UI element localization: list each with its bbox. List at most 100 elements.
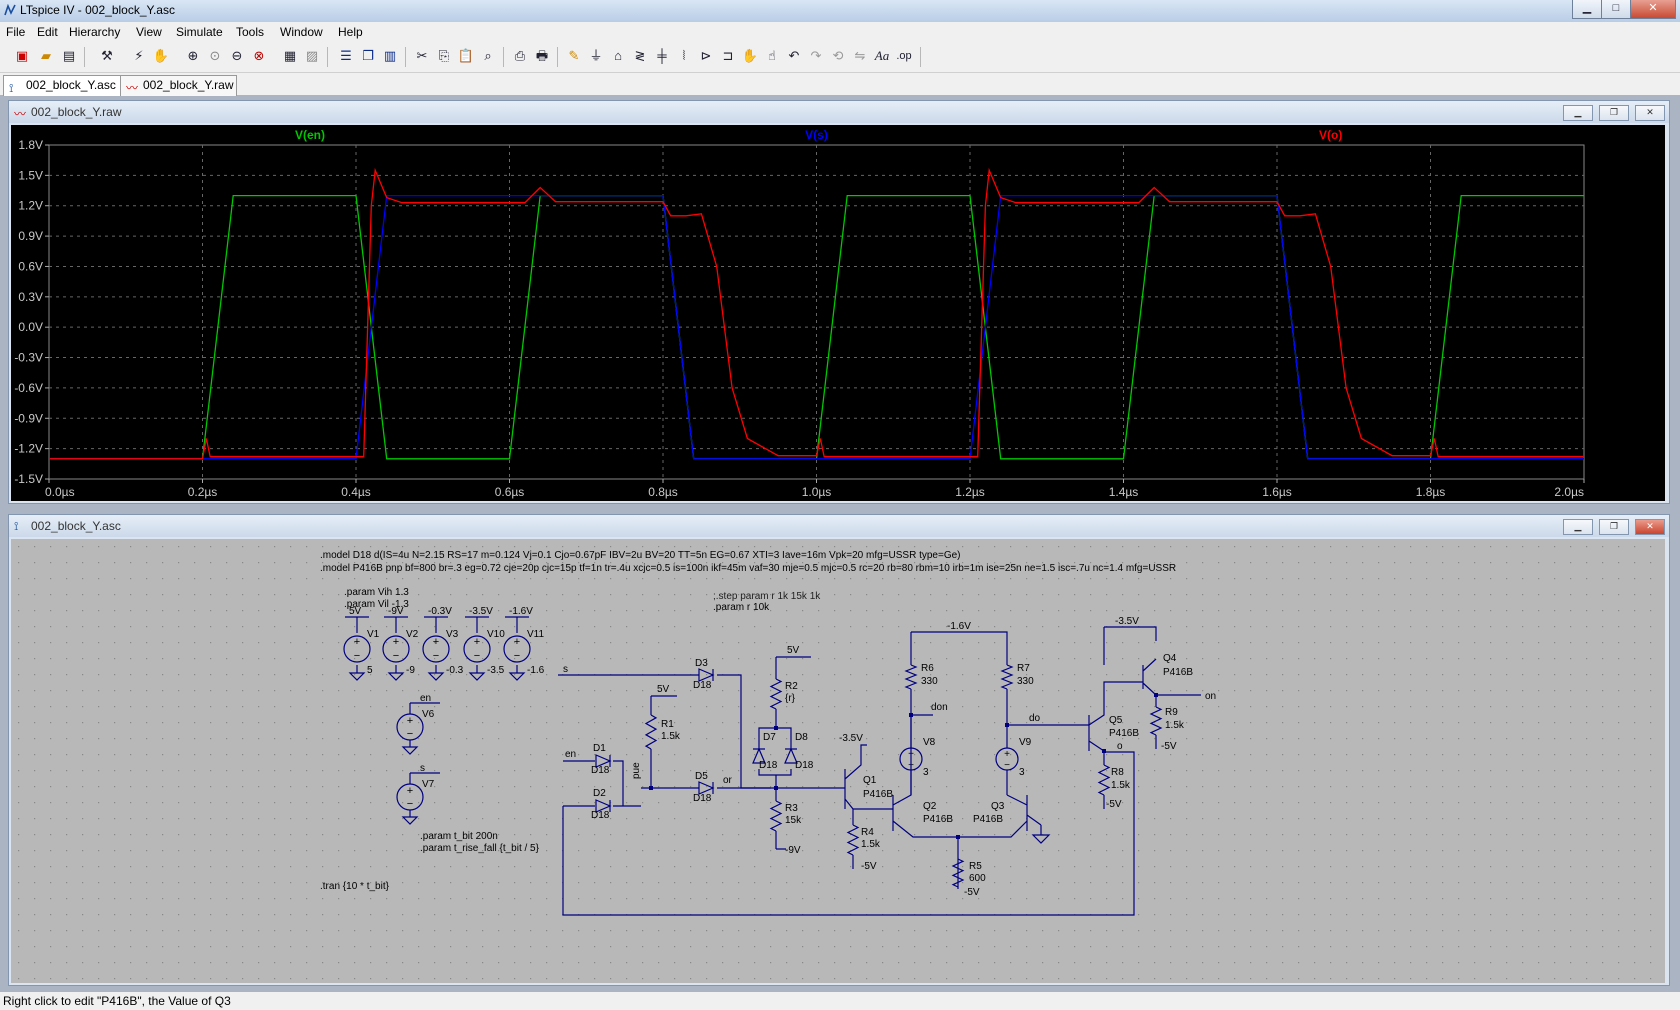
- diode-symbol[interactable]: [698, 668, 715, 682]
- legend-vs[interactable]: V(s): [805, 128, 828, 142]
- resistor-symbol[interactable]: [846, 824, 860, 856]
- model-p416b-directive[interactable]: .model P416B pnp bf=800 br=.3 eg=0.72 cj…: [320, 563, 1176, 574]
- step-param-comment[interactable]: ;.step param r 1k 15k 1k: [713, 591, 821, 602]
- resistor-symbol[interactable]: [904, 664, 918, 690]
- param-vil-directive[interactable]: .param Vil -1.3: [344, 599, 409, 610]
- menu-tools[interactable]: Tools: [236, 25, 265, 39]
- component-icon[interactable]: ⊐: [722, 48, 734, 63]
- waveform-chart[interactable]: 1.8V1.5V1.2V0.9V0.6V0.3V0.0V-0.3V-0.6V-0…: [11, 125, 1665, 501]
- source-v7[interactable]: +−: [396, 772, 440, 825]
- save-icon[interactable]: ▤: [62, 48, 76, 63]
- menu-simulate[interactable]: Simulate: [176, 25, 223, 39]
- param-trise-directive[interactable]: .param t_rise_fall {t_bit / 5}: [420, 843, 540, 854]
- label-icon[interactable]: ⌂: [614, 48, 622, 63]
- resistor-symbol[interactable]: [644, 714, 658, 750]
- resistor-symbol[interactable]: [1000, 664, 1014, 690]
- transistor-name: Q2: [923, 801, 937, 812]
- redo-icon[interactable]: ↷: [810, 48, 822, 63]
- param-r-directive[interactable]: .param r 10k: [713, 602, 770, 613]
- diode-name: D5: [695, 771, 708, 782]
- menu-edit[interactable]: Edit: [37, 25, 58, 39]
- menu-help[interactable]: Help: [338, 25, 363, 39]
- tile-horizontal-icon[interactable]: ☰: [340, 48, 352, 63]
- waveform-restore-button[interactable]: ❐: [1599, 105, 1629, 121]
- print-icon[interactable]: 🖶: [535, 48, 549, 63]
- zoom-out-icon[interactable]: ⊖: [231, 48, 243, 63]
- cut-icon[interactable]: ✂: [416, 48, 428, 63]
- waveform-minimize-button[interactable]: ▁: [1563, 105, 1593, 121]
- schematic-drawing[interactable]: .model D18 d(IS=4u N=2.15 RS=17 m=0.124 …: [11, 539, 1665, 983]
- menu-file[interactable]: File: [6, 25, 26, 39]
- undo-icon[interactable]: ↶: [788, 48, 800, 63]
- run-icon[interactable]: ⚡: [134, 48, 144, 63]
- spice-directive-icon[interactable]: .op: [896, 50, 912, 62]
- diode-symbol[interactable]: [784, 747, 798, 764]
- schematic-canvas[interactable]: .model D18 d(IS=4u N=2.15 RS=17 m=0.124 …: [11, 539, 1665, 983]
- wire-icon[interactable]: ✎: [568, 48, 580, 63]
- tab-waveform[interactable]: 〰 002_block_Y.raw: [120, 75, 237, 96]
- trace-v-s[interactable]: [49, 194, 1584, 460]
- capacitor-icon[interactable]: ╪: [657, 48, 667, 63]
- control-panel-icon[interactable]: ⚒: [101, 48, 113, 63]
- menu-hierarchy[interactable]: Hierarchy: [69, 25, 121, 39]
- delete-plot-icon[interactable]: ▨: [305, 48, 319, 63]
- diode-icon[interactable]: ⊳: [700, 48, 712, 63]
- open-icon[interactable]: ▰: [41, 48, 51, 63]
- svg-text:−: −: [1004, 760, 1010, 771]
- resistor-symbol[interactable]: [1149, 706, 1163, 736]
- zoom-in-icon[interactable]: ⊕: [187, 48, 199, 63]
- legend-ven[interactable]: V(en): [295, 128, 325, 142]
- resistor-symbol[interactable]: [769, 678, 783, 710]
- zoom-pan-icon[interactable]: ⊙: [209, 48, 221, 63]
- diode-symbol[interactable]: [595, 799, 612, 813]
- cascade-icon[interactable]: ❐: [362, 48, 374, 63]
- menu-view[interactable]: View: [136, 25, 162, 39]
- minimize-button[interactable]: ▁: [1572, 0, 1602, 19]
- move-icon[interactable]: ✋: [741, 48, 759, 63]
- ground-icon[interactable]: ⏚: [589, 48, 603, 63]
- diode-symbol[interactable]: [752, 747, 766, 764]
- resistor-symbol[interactable]: [951, 858, 965, 888]
- close-button[interactable]: ✕: [1630, 0, 1676, 19]
- tab-schematic[interactable]: ⟟ 002_block_Y.asc: [3, 75, 123, 96]
- text-icon[interactable]: Aa: [874, 48, 890, 63]
- model-d18-directive[interactable]: .model D18 d(IS=4u N=2.15 RS=17 m=0.124 …: [320, 550, 960, 561]
- schematic-minimize-button[interactable]: ▁: [1563, 519, 1593, 535]
- print-setup-icon[interactable]: ⎙: [514, 48, 526, 63]
- source-v6[interactable]: +−: [396, 702, 440, 755]
- waveform-close-button[interactable]: ✕: [1635, 105, 1665, 121]
- diode-symbol[interactable]: [595, 754, 612, 768]
- copy-icon[interactable]: ⎘: [438, 48, 450, 63]
- zoom-fit-icon[interactable]: ⊗: [253, 48, 265, 63]
- find-icon[interactable]: ⌕: [484, 48, 492, 63]
- param-vih-directive[interactable]: .param Vih 1.3: [344, 587, 409, 598]
- tran-directive[interactable]: .tran {10 * t_bit}: [320, 881, 390, 892]
- schematic-restore-button[interactable]: ❐: [1599, 519, 1629, 535]
- autorange-icon[interactable]: ▦: [283, 48, 297, 63]
- legend-vo[interactable]: V(o): [1319, 128, 1342, 142]
- schematic-close-button[interactable]: ✕: [1635, 519, 1665, 535]
- tile-vertical-icon[interactable]: ▥: [383, 48, 397, 63]
- diode-symbol[interactable]: [698, 781, 715, 795]
- paste-icon[interactable]: 📋: [457, 48, 475, 63]
- trace-v-o[interactable]: [49, 167, 1584, 460]
- resistor-symbol[interactable]: [1097, 764, 1111, 796]
- drag-icon[interactable]: ☝: [768, 48, 776, 63]
- resistor-icon[interactable]: ≷: [634, 48, 646, 63]
- new-schematic-icon[interactable]: ▣: [15, 48, 29, 63]
- resistor-symbol[interactable]: [769, 800, 783, 832]
- menu-window[interactable]: Window: [280, 25, 323, 39]
- mirror-icon[interactable]: ⇋: [854, 48, 866, 63]
- inductor-icon[interactable]: ⦚: [682, 48, 686, 63]
- maximize-button[interactable]: □: [1601, 0, 1631, 19]
- param-tbit-directive[interactable]: .param t_bit 200n: [420, 831, 498, 842]
- rotate-icon[interactable]: ⟲: [832, 48, 844, 63]
- halt-icon[interactable]: ✋: [152, 48, 170, 63]
